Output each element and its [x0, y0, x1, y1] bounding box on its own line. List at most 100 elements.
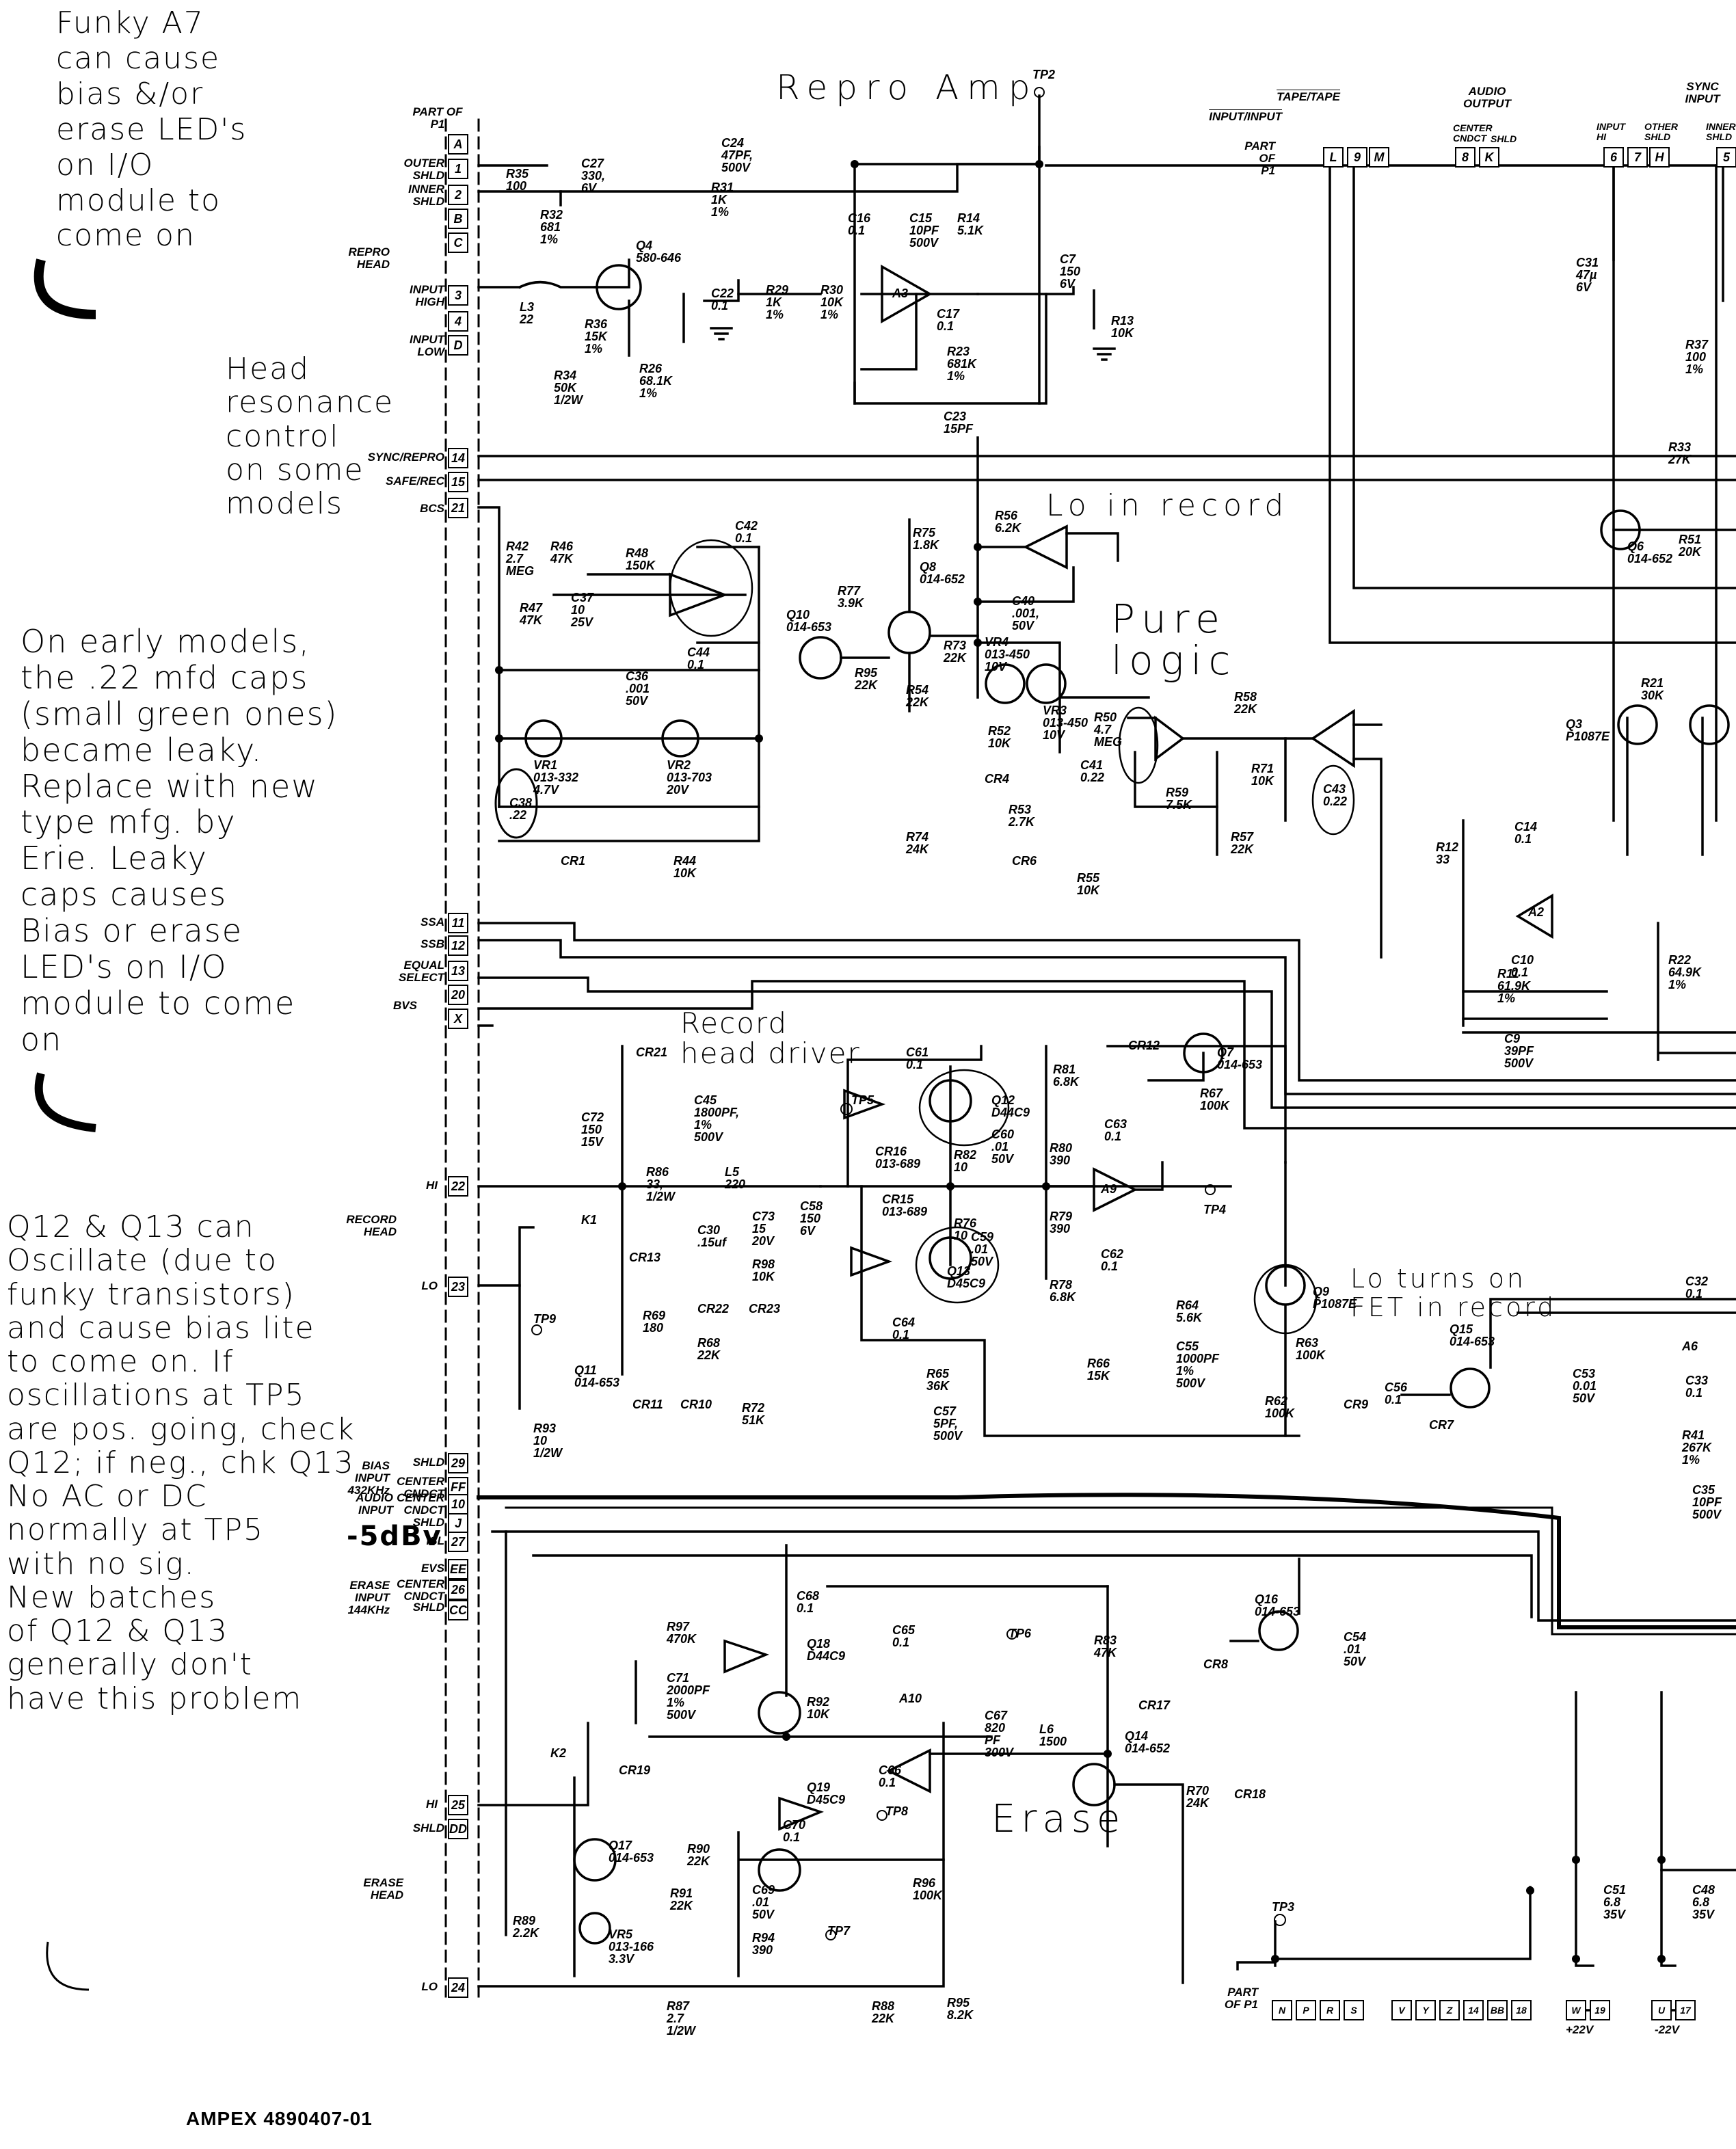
top-pin-label-other-shld: OTHER SHLD: [1644, 121, 1678, 142]
component-label-r14: R14 5.1K: [957, 211, 984, 237]
note-q12-q13: Q12 & Q13 can Oscillate (due to funky tr…: [7, 1210, 356, 1716]
component-label-r58: R58 22K: [1234, 690, 1257, 716]
component-label-c64: C64 0.1: [892, 1316, 916, 1342]
component-label-cr13: CR13: [629, 1251, 661, 1264]
pin-X: X: [448, 1009, 468, 1029]
bottom-pin-V: V: [1391, 2000, 1412, 2020]
bottom-pin-BB: BB: [1487, 2000, 1508, 2020]
test-point-tp2: [1034, 87, 1045, 98]
component-label-q3: Q3 P1087E: [1566, 717, 1610, 743]
bottom-rail-minus22: -22V: [1655, 2023, 1679, 2036]
component-label-cr19: CR19: [619, 1763, 651, 1777]
component-label-cr17: CR17: [1138, 1698, 1171, 1712]
component-label-r26: R26 68.1K 1%: [639, 362, 673, 400]
component-label-vr4: VR4 013-450 10V: [985, 635, 1030, 673]
component-label-c35: C35 10PF 500V: [1692, 1483, 1722, 1521]
pin-1: 1: [448, 159, 468, 179]
component-label-c33: C33 0.1: [1685, 1374, 1709, 1400]
top-pin-5: 5: [1716, 147, 1736, 168]
component-label-q10: Q10 014-653: [786, 608, 832, 634]
component-label-cr7: CR7: [1429, 1418, 1454, 1432]
pin-label-isl: ISL: [426, 1534, 444, 1547]
component-label-cr16: CR16 013-689: [875, 1145, 921, 1171]
pin-26: 26: [448, 1579, 468, 1600]
component-label-r12: R12 33: [1436, 840, 1459, 866]
component-label-c51: C51 6.8 35V: [1603, 1883, 1627, 1921]
component-label-r65: R65 36K: [926, 1367, 950, 1393]
pin-label-erase-lo: LO: [421, 1980, 438, 1993]
bottom-pin-17: 17: [1675, 2000, 1696, 2020]
pin-DD: DD: [448, 1819, 468, 1839]
transistor-q10: [799, 636, 842, 680]
test-point-tp9: [531, 1324, 542, 1335]
transistor-q6: [1600, 509, 1641, 550]
component-label-vr5: VR5 013-166 3.3V: [609, 1927, 654, 1966]
pin-label-equal-select: EQUAL SELECT: [398, 959, 444, 984]
component-label-r95b: R95 8.2K: [947, 1996, 974, 2022]
pin-A: A: [448, 134, 468, 155]
bottom-connector-title: PART OF P1: [1224, 1986, 1258, 2011]
opamp-a7-mid: [1154, 715, 1185, 762]
top-pin-8: 8: [1455, 147, 1475, 168]
component-label-r66: R66 15K: [1087, 1357, 1110, 1383]
opamp-a10: [886, 1748, 931, 1793]
component-label-l5: L5 220: [725, 1165, 746, 1191]
component-label-c22: C22 0.1: [711, 286, 734, 312]
bottom-pin-P: P: [1296, 2000, 1316, 2020]
component-label-r30: R30 10K 1%: [820, 283, 844, 321]
buffer-5-lower: [850, 1246, 893, 1277]
component-label-c54: C54 .01 50V: [1344, 1630, 1367, 1668]
component-label-c24: C24 47PF, 500V: [721, 136, 753, 174]
component-label-q4: Q4 580-646: [636, 239, 682, 265]
transistor-q17: [573, 1838, 617, 1882]
component-label-c45: C45 1800PF, 1% 500V: [694, 1093, 740, 1144]
component-label-tp6: TP6: [1009, 1627, 1032, 1640]
component-label-r11: R11 61.9K 1%: [1497, 967, 1531, 1005]
component-label-cr15: CR15 013-689: [882, 1192, 928, 1218]
pin-2: 2: [448, 185, 468, 205]
component-label-a10: A10: [899, 1692, 922, 1705]
component-label-l6: L6 1500: [1039, 1722, 1067, 1748]
component-label-tp7: TP7: [827, 1924, 851, 1938]
component-label-c62: C62 0.1: [1101, 1247, 1124, 1273]
opamp-a3: [881, 264, 933, 324]
component-label-r89: R89 2.2K: [513, 1914, 539, 1940]
buffer-5-erase-lower: [778, 1796, 824, 1831]
pin-label-ssb: SSB: [420, 937, 444, 950]
component-label-c42: C42 0.1: [735, 519, 758, 545]
component-label-c70: C70 0.1: [783, 1818, 806, 1844]
note-minus-5dbv: -5dBv: [347, 1521, 442, 1552]
top-pin-label-shld: SHLD: [1491, 133, 1517, 144]
component-label-c37: C37 10 25V: [571, 591, 594, 629]
component-label-c67: C67 820 PF 300V: [985, 1709, 1014, 1759]
pin-D: D: [448, 335, 468, 356]
pin-EE: EE: [448, 1559, 468, 1579]
note-lo-turns-on-fet: Lo turns on FET in record: [1350, 1264, 1557, 1322]
component-label-r34: R34 50K 1/2W: [554, 369, 583, 407]
component-label-c61: C61 0.1: [906, 1045, 929, 1071]
pin-24: 24: [448, 1977, 468, 1998]
test-point-tp3: [1274, 1914, 1286, 1926]
top-pin-L: L: [1323, 147, 1344, 168]
component-label-l3: L3 22: [520, 300, 535, 326]
component-label-r23: R23 681K 1%: [947, 345, 977, 383]
bottom-pin-W: W: [1566, 2000, 1586, 2020]
top-pin-H: H: [1649, 147, 1670, 168]
pin-label-outer-shld: OUTER SHLD: [403, 157, 445, 182]
component-label-c63: C63 0.1: [1104, 1117, 1127, 1143]
component-label-c40: C40 .001, 50V: [1012, 594, 1040, 632]
buffer-5-erase-upper: [723, 1639, 769, 1674]
bottom-pin-14: 14: [1463, 2000, 1484, 2020]
pin-label-audio-center: CENTER CNDCT: [397, 1491, 444, 1517]
opamp-a7-right: [1310, 708, 1355, 769]
document-footer: AMPEX 4890407-01: [186, 2108, 373, 2129]
component-label-c27: C27 330, 6V: [581, 157, 606, 195]
component-label-r31: R31 1K 1%: [711, 181, 734, 219]
component-label-c7: C7 150 6V: [1060, 252, 1081, 291]
bus-bias-thick: [477, 1493, 1736, 1629]
component-label-r56: R56 6.2K: [995, 509, 1021, 535]
component-label-q7: Q7 014-653: [1217, 1045, 1263, 1071]
component-label-r90: R90 22K: [687, 1842, 710, 1868]
note-funky-a7: Funky A7 can cause bias &/or erase LED's…: [56, 5, 248, 254]
bottom-pin-19: 19: [1590, 2000, 1610, 2020]
